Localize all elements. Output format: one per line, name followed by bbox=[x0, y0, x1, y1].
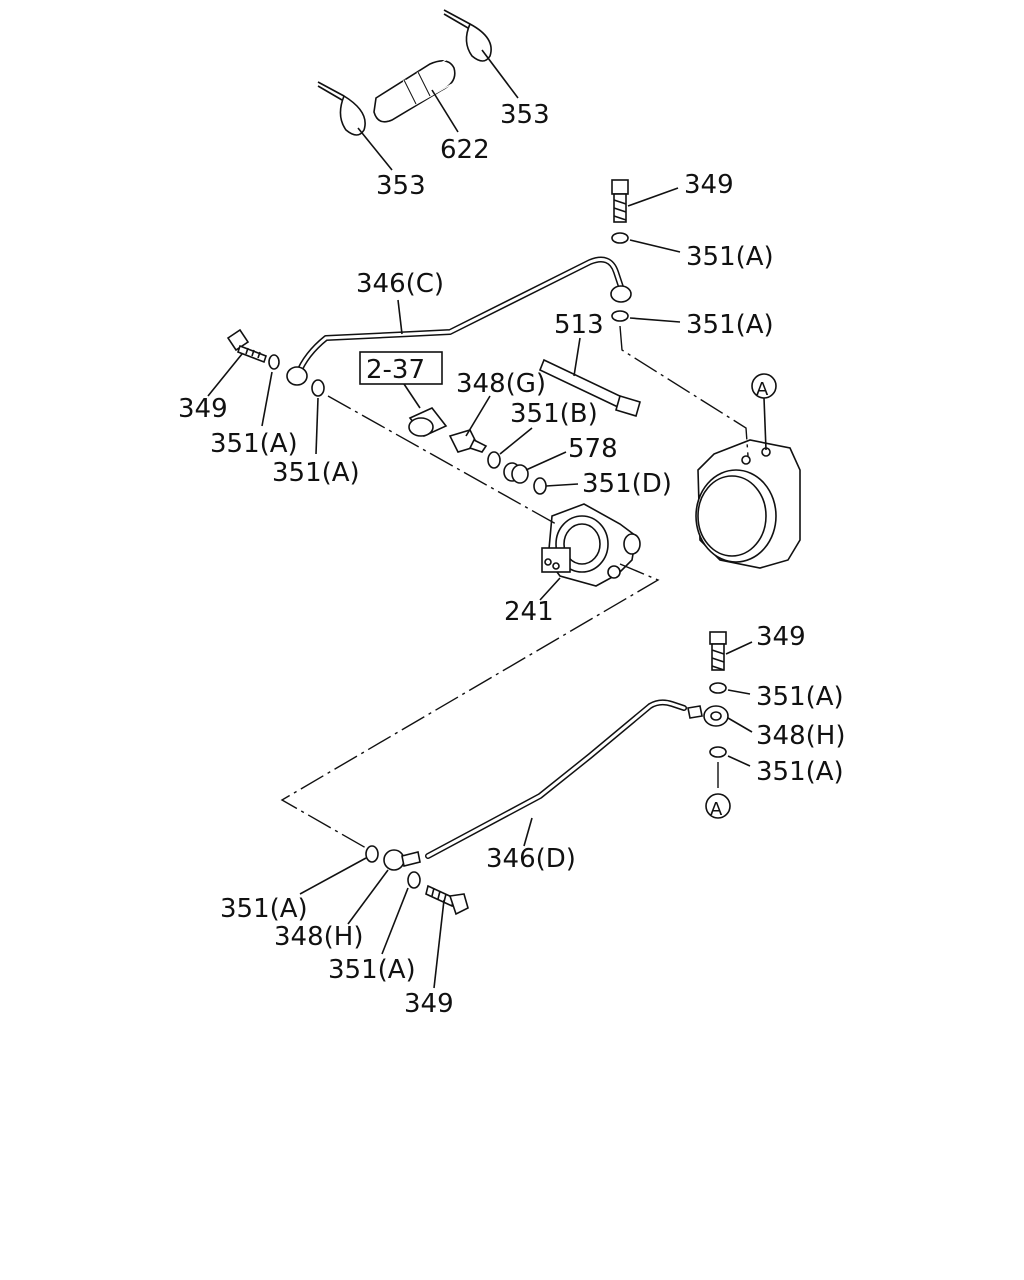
pump-241-part bbox=[541, 503, 641, 587]
label-washer-351b: 351(B) bbox=[510, 399, 598, 429]
washer-351a-left-1 bbox=[268, 354, 280, 370]
part-578 bbox=[503, 462, 529, 484]
ref-box bbox=[359, 351, 443, 385]
label-fitting-348g: 348(G) bbox=[456, 369, 546, 399]
label-pump-241: 241 bbox=[504, 597, 554, 627]
label-washer-351d: 351(D) bbox=[582, 469, 672, 499]
label-washer-351a-right-2: 351(A) bbox=[756, 757, 844, 787]
fitting-348h-right-part bbox=[687, 705, 729, 727]
fitting-348h-bot-part bbox=[383, 849, 421, 871]
label-part-578: 578 bbox=[568, 434, 618, 464]
label-hose-622: 622 bbox=[440, 135, 490, 165]
label-ref-box: 2-37 bbox=[366, 355, 425, 385]
bolt-349-left-part bbox=[226, 328, 268, 364]
label-washer-351a-left-1: 351(A) bbox=[210, 429, 298, 459]
label-bolt-349-left: 349 bbox=[178, 394, 228, 424]
label-fitting-348h-right: 348(H) bbox=[756, 721, 845, 751]
compressor-part bbox=[695, 439, 801, 569]
label-bolt-349-bot: 349 bbox=[404, 989, 454, 1019]
label-marker-a-top: A bbox=[756, 379, 769, 400]
clamp-353-left-part bbox=[317, 81, 366, 136]
label-pipe-346d: 346(D) bbox=[486, 844, 576, 874]
label-washer-351a-left-2: 351(A) bbox=[272, 458, 360, 488]
washer-351d-part bbox=[533, 477, 547, 495]
pipe-346d bbox=[425, 699, 687, 859]
washer-351b-part bbox=[487, 451, 501, 469]
washer-351a-left-2 bbox=[311, 379, 325, 397]
label-washer-351a-bot-1: 351(A) bbox=[220, 894, 308, 924]
label-washer-351a-1: 351(A) bbox=[686, 242, 774, 272]
fitting-348g-part bbox=[448, 429, 488, 453]
bolt-349-bot-part bbox=[425, 884, 469, 916]
bolt-349-top-part bbox=[611, 179, 629, 223]
washer-351a-bot-1 bbox=[365, 845, 379, 863]
pipe-346c bbox=[286, 256, 632, 386]
label-washer-351a-right-1: 351(A) bbox=[756, 682, 844, 712]
clamp-353-right-part bbox=[443, 9, 492, 62]
label-clamp-353-left: 353 bbox=[376, 171, 426, 201]
label-washer-351a-2: 351(A) bbox=[686, 310, 774, 340]
label-fitting-348h-bot: 348(H) bbox=[274, 922, 363, 952]
label-washer-351a-bot-2: 351(A) bbox=[328, 955, 416, 985]
bolt-349-right-part bbox=[709, 631, 727, 671]
label-tie-513: 513 bbox=[554, 310, 604, 340]
washer-351a-top-1 bbox=[611, 232, 629, 244]
label-marker-a-bot: A bbox=[710, 799, 723, 820]
washer-351a-top-2 bbox=[611, 310, 629, 322]
label-bolt-349-right: 349 bbox=[756, 622, 806, 652]
hose-622-part bbox=[373, 59, 456, 123]
label-pipe-346c: 346(C) bbox=[356, 269, 444, 299]
label-clamp-353-right: 353 bbox=[500, 100, 550, 130]
sleeve-part bbox=[408, 407, 448, 437]
label-bolt-349-top: 349 bbox=[684, 170, 734, 200]
washer-351a-bot-2 bbox=[407, 871, 421, 889]
marker-a-bot bbox=[705, 793, 731, 819]
washer-351a-right-2 bbox=[709, 746, 727, 758]
tie-513-part bbox=[538, 358, 641, 417]
washer-351a-right-1 bbox=[709, 682, 727, 694]
